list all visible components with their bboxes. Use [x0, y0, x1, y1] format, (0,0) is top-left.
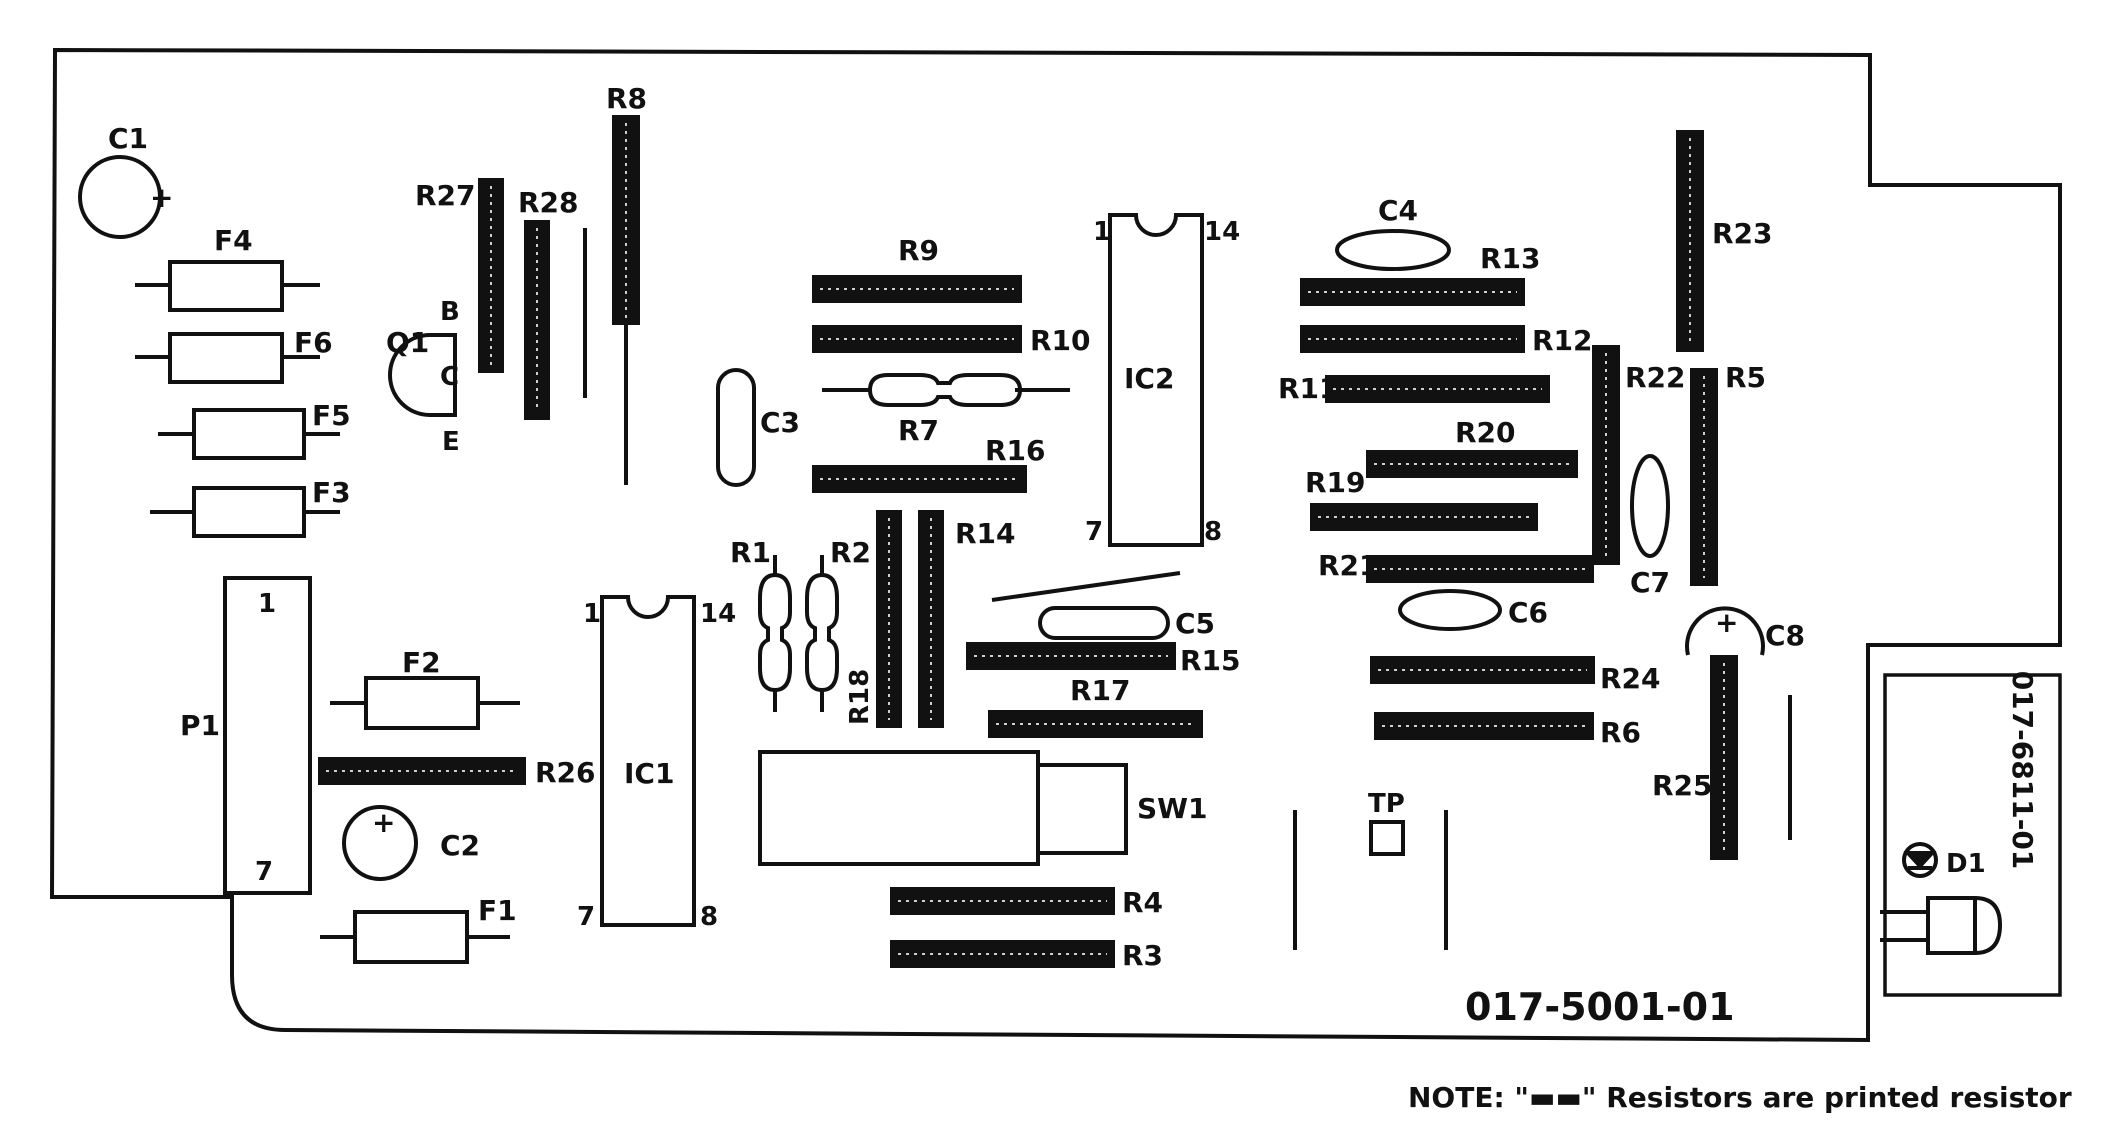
label-r15: R15 [1180, 644, 1241, 677]
label-r23: R23 [1712, 217, 1773, 250]
label-r4: R4 [1122, 886, 1163, 919]
daughter-board-outline [1883, 673, 2062, 997]
board-number: 017-5001-01 [1465, 985, 1735, 1029]
label-c7: C7 [1630, 566, 1670, 599]
led-d1 [1880, 842, 2003, 955]
svg-text:8: 8 [700, 902, 718, 932]
label-r27: R27 [415, 179, 476, 212]
svg-text:+: + [372, 806, 395, 839]
label-f4: F4 [214, 224, 253, 257]
capacitor-c1: + C1 [78, 122, 173, 239]
svg-text:14: 14 [700, 599, 736, 629]
label-r10: R10 [1030, 324, 1091, 357]
svg-text:+: + [1715, 606, 1738, 639]
ic1 [600, 595, 696, 927]
label-f3: F3 [312, 476, 351, 509]
svg-text:E: E [442, 427, 460, 457]
label-r7: R7 [898, 414, 939, 447]
svg-text:+: + [150, 181, 173, 214]
label-c8: C8 [1765, 619, 1805, 652]
svg-text:B: B [440, 297, 460, 327]
label-r6: R6 [1600, 716, 1641, 749]
capacitor-c6 [1398, 589, 1502, 631]
capacitor-c7 [1630, 454, 1670, 558]
label-f2: F2 [402, 646, 441, 679]
capacitor-c3 [716, 368, 756, 487]
label-r2: R2 [830, 536, 871, 569]
label-r26: R26 [535, 756, 596, 789]
label-r19: R19 [1305, 466, 1366, 499]
svg-text:14: 14 [1204, 217, 1240, 247]
label-p1: P1 [180, 709, 220, 742]
label-r1: R1 [730, 536, 771, 569]
label-r21: R21 [1318, 549, 1379, 582]
label-ic2: IC2 [1124, 362, 1174, 395]
label-r3: R3 [1122, 939, 1163, 972]
svg-text:7: 7 [1085, 517, 1103, 547]
label-c6: C6 [1508, 596, 1548, 629]
label-c1: C1 [108, 122, 148, 155]
test-point-tp [1369, 820, 1405, 856]
switch-sw1 [758, 750, 1128, 866]
label-r22: R22 [1625, 361, 1686, 394]
svg-text:1: 1 [583, 599, 601, 629]
svg-text:C: C [440, 362, 459, 392]
svg-text:7: 7 [577, 902, 595, 932]
svg-text:1: 1 [1093, 217, 1111, 247]
label-ic1: IC1 [624, 757, 674, 790]
label-r14: R14 [955, 517, 1016, 550]
label-r5: R5 [1725, 361, 1766, 394]
label-q1: Q1 [386, 326, 429, 359]
connector-p1 [223, 576, 312, 895]
label-c5: C5 [1175, 607, 1215, 640]
label-tp: TP [1368, 789, 1405, 819]
label-r9: R9 [898, 234, 939, 267]
daughter-board-number: 017-6811-01 [2006, 671, 2039, 870]
label-r24: R24 [1600, 662, 1661, 695]
label-r25: R25 [1652, 769, 1713, 802]
capacitor-c8 [1685, 606, 1765, 656]
label-r12: R12 [1532, 324, 1593, 357]
label-r13: R13 [1480, 242, 1541, 275]
ic2 [1108, 213, 1204, 547]
label-r11: R11 [1278, 372, 1339, 405]
label-r28: R28 [518, 186, 579, 219]
label-r17: R17 [1070, 674, 1131, 707]
svg-text:8: 8 [1204, 517, 1222, 547]
label-r18: R18 [845, 669, 875, 725]
transistor-q1 [388, 333, 457, 417]
label-f5: F5 [312, 399, 351, 432]
capacitor-c5 [1038, 606, 1170, 640]
label-c4: C4 [1378, 194, 1418, 227]
label-d1: D1 [1946, 849, 1986, 879]
capacitor-c2 [342, 805, 418, 881]
label-c2: C2 [440, 829, 480, 862]
label-r8: R8 [606, 82, 647, 115]
label-c3: C3 [760, 406, 800, 439]
board-outline [49, 47, 2062, 1043]
capacitor-c4 [1335, 229, 1451, 271]
note-text: NOTE: "▬▬" Resistors are printed resisto… [1408, 1081, 2072, 1114]
label-f6: F6 [294, 326, 333, 359]
svg-text:7: 7 [255, 857, 273, 887]
label-sw1: SW1 [1137, 792, 1208, 825]
svg-text:1: 1 [258, 589, 276, 619]
label-r20: R20 [1455, 416, 1516, 449]
label-r16: R16 [985, 434, 1046, 467]
label-f1: F1 [478, 894, 517, 927]
